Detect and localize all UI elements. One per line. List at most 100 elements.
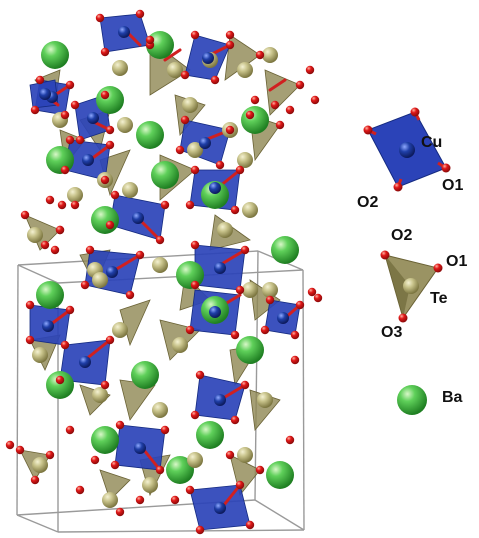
o-atom bbox=[175, 145, 185, 155]
legend-cu-o-atom bbox=[410, 107, 420, 117]
unit-cell-edge bbox=[16, 514, 59, 533]
o-atom bbox=[313, 293, 323, 303]
te-atom bbox=[242, 202, 258, 218]
legend-te-atom bbox=[403, 278, 419, 294]
te-atom bbox=[217, 222, 233, 238]
cu-atom bbox=[277, 312, 289, 324]
ba-atom bbox=[271, 236, 299, 264]
o-atom bbox=[30, 475, 40, 485]
o-atom bbox=[307, 287, 317, 297]
legend-cu-o1-label: O1 bbox=[442, 177, 464, 194]
o-atom bbox=[70, 100, 80, 110]
cu-atom bbox=[39, 88, 51, 100]
o-atom bbox=[40, 240, 50, 250]
o-atom bbox=[245, 520, 255, 530]
o-atom bbox=[20, 210, 30, 220]
o-atom bbox=[45, 195, 55, 205]
o-atom bbox=[110, 460, 120, 470]
o-atom bbox=[250, 95, 260, 105]
o-atom bbox=[310, 95, 320, 105]
cu-atom bbox=[79, 356, 91, 368]
o-atom bbox=[285, 435, 295, 445]
o-atom bbox=[215, 160, 225, 170]
cu-atom bbox=[199, 137, 211, 149]
o-atom bbox=[295, 80, 305, 90]
te-atom bbox=[112, 322, 128, 338]
te-atom bbox=[122, 182, 138, 198]
legend-te-o1-label: O1 bbox=[446, 253, 468, 270]
o-atom bbox=[295, 300, 305, 310]
o-atom bbox=[170, 495, 180, 505]
o-atom bbox=[105, 220, 115, 230]
te-atom bbox=[92, 272, 108, 288]
o-atom bbox=[230, 415, 240, 425]
o-atom bbox=[195, 370, 205, 380]
te-atom bbox=[92, 387, 108, 403]
te-polyhedron bbox=[119, 299, 151, 347]
o-atom bbox=[75, 135, 85, 145]
ba-atom bbox=[266, 461, 294, 489]
o-atom bbox=[185, 485, 195, 495]
o-atom bbox=[190, 240, 200, 250]
te-polyhedron bbox=[264, 69, 301, 116]
unit-cell-edge bbox=[17, 264, 59, 284]
atom-layer bbox=[5, 9, 323, 535]
o-atom bbox=[235, 285, 245, 295]
ba-atom bbox=[36, 281, 64, 309]
cu-atom bbox=[82, 154, 94, 166]
o-atom bbox=[125, 290, 135, 300]
cu-atom bbox=[42, 320, 54, 332]
te-atom bbox=[237, 447, 253, 463]
o-atom bbox=[105, 335, 115, 345]
o-atom bbox=[105, 140, 115, 150]
o-atom bbox=[105, 125, 115, 135]
o-atom bbox=[180, 70, 190, 80]
o-atom bbox=[100, 47, 110, 57]
cu-atom bbox=[214, 502, 226, 514]
o-atom bbox=[240, 380, 250, 390]
o-atom bbox=[135, 250, 145, 260]
o-atom bbox=[230, 330, 240, 340]
legend-te-o3-label: O3 bbox=[381, 324, 403, 341]
o-atom bbox=[255, 465, 265, 475]
ba-atom bbox=[151, 161, 179, 189]
ba-atom bbox=[166, 456, 194, 484]
o-atom bbox=[270, 100, 280, 110]
o-atom bbox=[145, 35, 155, 45]
ba-atom bbox=[176, 261, 204, 289]
o-atom bbox=[100, 380, 110, 390]
cu-atom bbox=[134, 442, 146, 454]
te-atom bbox=[262, 47, 278, 63]
o-atom bbox=[50, 245, 60, 255]
o-atom bbox=[290, 355, 300, 365]
te-atom bbox=[262, 282, 278, 298]
unit-cell-edge bbox=[302, 269, 305, 531]
o-atom bbox=[190, 280, 200, 290]
te-atom bbox=[152, 257, 168, 273]
o-atom bbox=[15, 445, 25, 455]
o-atom bbox=[55, 225, 65, 235]
o-atom bbox=[305, 65, 315, 75]
te-atom bbox=[32, 457, 48, 473]
te-atom bbox=[167, 62, 183, 78]
unit-cell-edge bbox=[16, 264, 19, 516]
cu-atom bbox=[214, 394, 226, 406]
cu-atom bbox=[209, 306, 221, 318]
o-atom bbox=[57, 200, 67, 210]
legend-cu-o-atom bbox=[441, 163, 451, 173]
ba-atom bbox=[46, 371, 74, 399]
o-atom bbox=[160, 200, 170, 210]
o-atom bbox=[55, 375, 65, 385]
o-atom bbox=[255, 50, 265, 60]
ba-atom bbox=[91, 426, 119, 454]
o-atom bbox=[190, 165, 200, 175]
te-atom bbox=[182, 97, 198, 113]
ba-atom bbox=[131, 361, 159, 389]
legend-art bbox=[363, 107, 451, 415]
o-atom bbox=[60, 165, 70, 175]
ba-atom bbox=[236, 336, 264, 364]
ba-atom bbox=[91, 206, 119, 234]
legend-te-o2-label: O2 bbox=[391, 227, 413, 244]
o-atom bbox=[225, 30, 235, 40]
